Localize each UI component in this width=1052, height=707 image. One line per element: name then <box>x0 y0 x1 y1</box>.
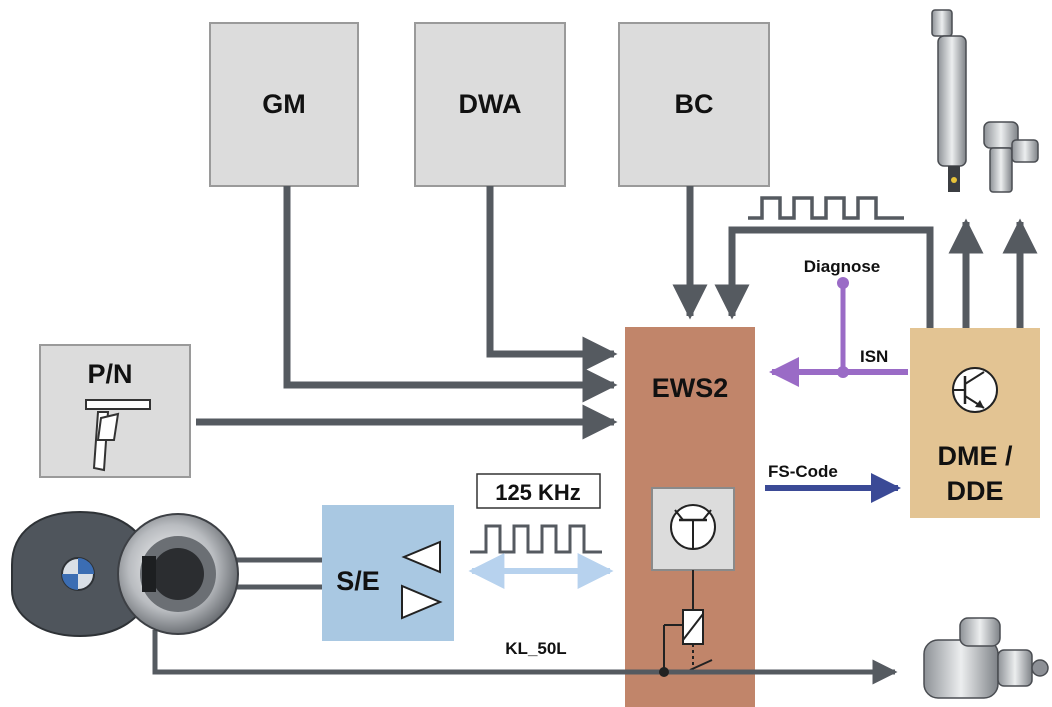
frequency-label: 125 KHz <box>495 480 581 505</box>
receive-triangle-icon <box>401 540 441 574</box>
ews2-module: EWS2 <box>625 327 755 707</box>
glow-plug-icon <box>983 121 1039 193</box>
transmit-triangle-icon <box>401 584 443 620</box>
diagnose-label: Diagnose <box>804 257 881 276</box>
isn-label: ISN <box>860 347 888 366</box>
isn-line <box>769 277 908 387</box>
relay-icon <box>663 570 713 672</box>
kl50l-label: KL_50L <box>505 639 566 658</box>
se-label: S/E <box>336 566 380 596</box>
pn-switch-module: P/N <box>39 344 191 478</box>
dme-label-line1: DME / <box>937 441 1013 471</box>
starter-motor-icon <box>923 617 1049 699</box>
kl50l-line <box>152 630 898 685</box>
ews2-label: EWS2 <box>652 373 729 403</box>
selector-lever-icon <box>85 399 151 472</box>
dme-dde-module: DME / DDE <box>910 328 1040 518</box>
lock-to-se-lines <box>230 557 322 590</box>
pn-label: P/N <box>87 359 132 389</box>
dwa-label: DWA <box>459 89 522 119</box>
dwa-module: DWA <box>414 22 566 187</box>
bc-module: BC <box>618 22 770 187</box>
frequency-box: 125 KHz <box>476 473 601 509</box>
se-transceiver-module: S/E <box>322 505 454 641</box>
square-wave-icon <box>470 524 602 554</box>
square-wave-icon <box>748 196 904 220</box>
injector-icon <box>931 9 967 192</box>
dme-label-line2: DDE <box>946 476 1003 506</box>
transistor-icon <box>651 487 735 571</box>
gm-label: GM <box>262 89 306 119</box>
bc-label: BC <box>675 89 714 119</box>
gm-module: GM <box>209 22 359 187</box>
gm-to-ews2-line <box>283 186 618 403</box>
dme-to-ews2-line <box>714 226 934 328</box>
transistor-icon <box>952 367 998 413</box>
fs-code-label: FS-Code <box>768 462 838 481</box>
dwa-to-ews2-line <box>486 186 618 372</box>
ignition-lock-icon <box>117 513 239 635</box>
